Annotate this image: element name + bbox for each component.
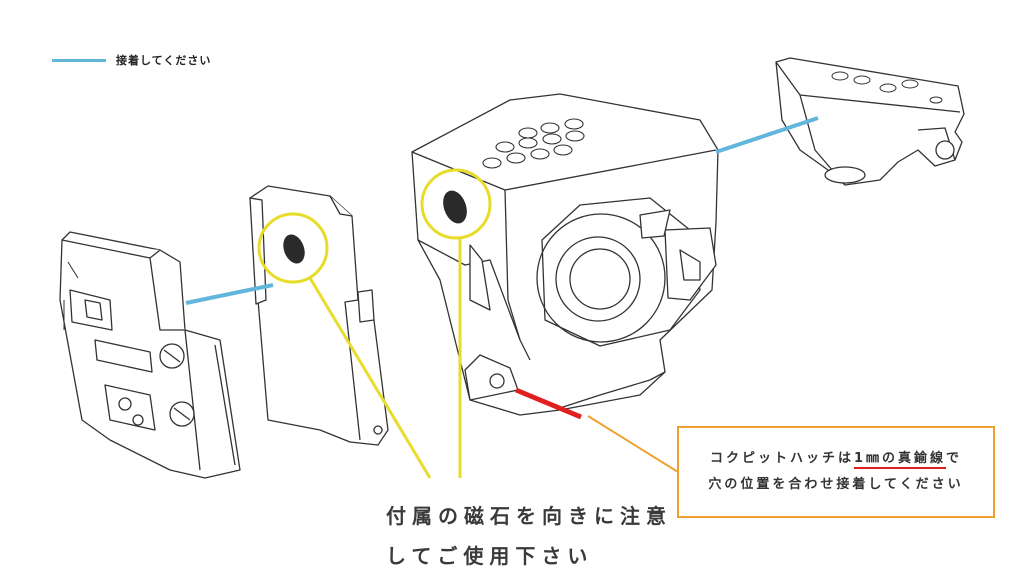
legend-line-swatch: [52, 58, 106, 62]
part-main-body: [411, 93, 719, 416]
hatch-note-line2: 穴の位置を合わせ接着してください: [708, 477, 964, 492]
magnet-highlight-circle-left: [257, 212, 329, 284]
leader-line-magnet-left: [308, 277, 432, 479]
part-cockpit-hatch: [775, 57, 965, 186]
body-top-holes: [482, 118, 585, 169]
part-left-back-unit: [59, 231, 241, 479]
magnet-caption-line1: 付属の磁石を向きに注意: [386, 504, 672, 528]
hatch-note-prefix: コクピットハッチは: [709, 451, 854, 466]
magnet-icon-left: [283, 234, 305, 264]
hatch-top-holes: [831, 71, 943, 104]
hatch-note-highlight: 1㎜の真鍮線: [853, 451, 947, 469]
hatch-note-suffix: で: [946, 451, 963, 466]
brass-wire-marker: [515, 387, 582, 420]
magnet-caption: 付属の磁石を向きに注意 してご使用下さい: [386, 496, 672, 576]
legend-label: 接着してください: [116, 54, 212, 67]
magnet-caption-line2: してご使用下さい: [386, 544, 594, 568]
magnet-highlight-circle-body: [420, 168, 492, 240]
glue-line-right: [715, 116, 819, 154]
hatch-note-line1: コクピットハッチは1㎜の真鍮線で: [710, 446, 962, 472]
hatch-note-box: コクピットハッチは1㎜の真鍮線で 穴の位置を合わせ接着してください: [677, 426, 995, 518]
leader-line-note: [587, 415, 679, 473]
glue-line-left: [185, 283, 274, 305]
legend: 接着してください: [52, 50, 211, 70]
magnet-icon-body: [443, 190, 467, 224]
